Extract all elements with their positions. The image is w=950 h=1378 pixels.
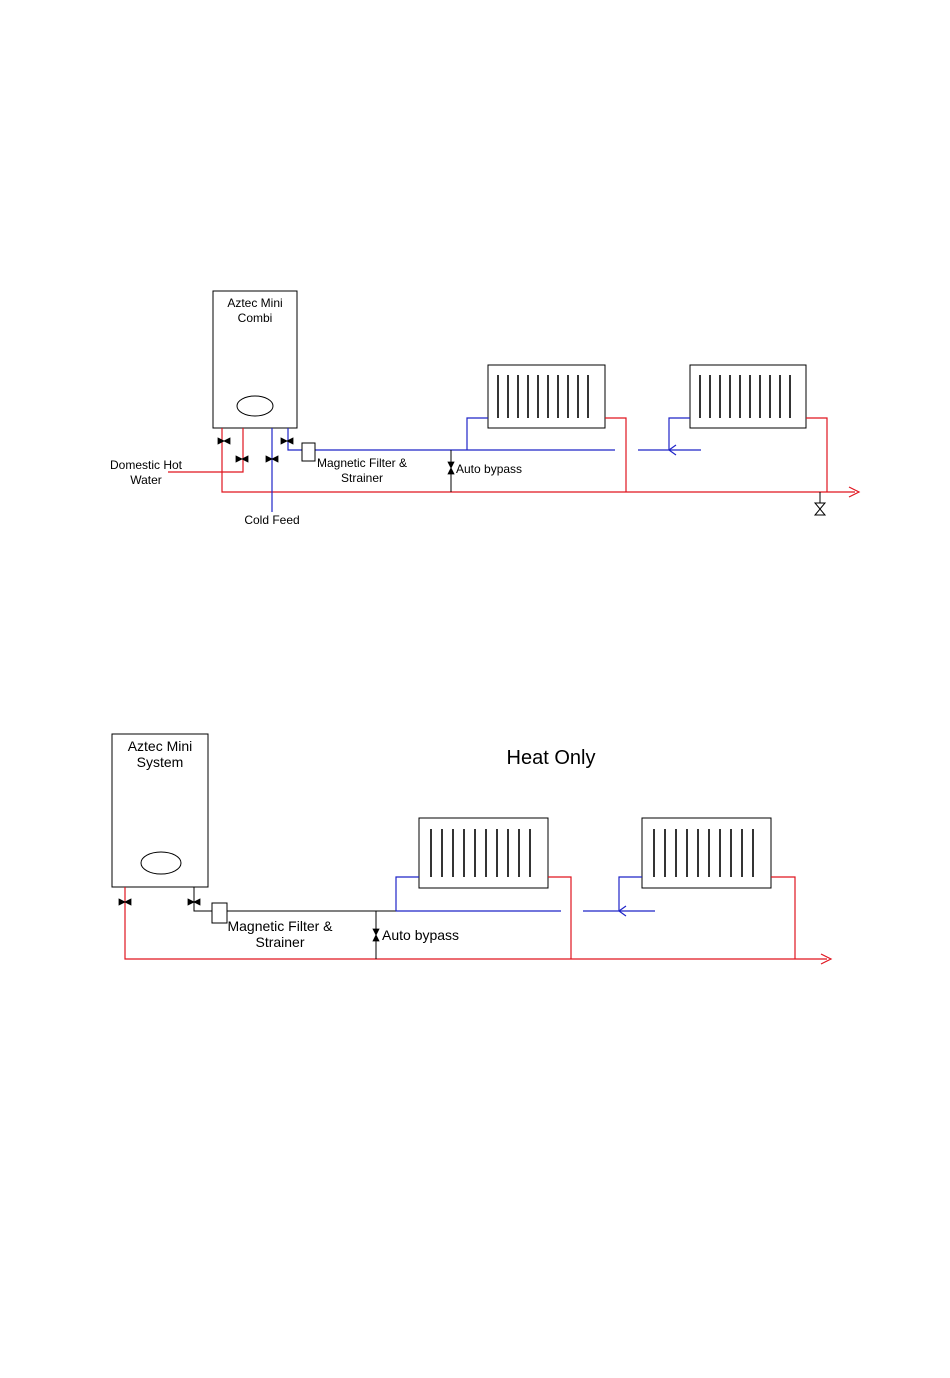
boiler-burner-icon (141, 852, 181, 874)
radiator-fins-icon (700, 375, 790, 418)
combi-diagram: Aztec Mini Combi (110, 291, 859, 527)
domestic-hot-water-label-line2: Water (130, 473, 162, 487)
heat-only-title: Heat Only (507, 747, 596, 769)
system-boiler: Aztec Mini System (112, 734, 208, 887)
magnetic-filter-icon (302, 443, 315, 461)
isolating-valve-icon (236, 456, 248, 462)
auto-bypass-valve-icon (373, 929, 379, 941)
cold-feed-label: Cold Feed (244, 513, 299, 527)
combi-filter-label-line2: Strainer (341, 471, 383, 485)
combi-boiler-label-line1: Aztec Mini (227, 296, 282, 310)
isolating-valve-icon (218, 438, 230, 444)
magnetic-filter-icon (212, 903, 227, 923)
system-filter-label-line1: Magnetic Filter & (227, 918, 333, 934)
combi-radiator-2 (690, 365, 806, 428)
system-boiler-label-line2: System (137, 754, 184, 770)
radiator-fins-icon (431, 829, 530, 877)
system-radiator-1 (419, 818, 548, 888)
system-diagram: Heat Only Aztec Mini System (112, 734, 831, 964)
combi-boiler: Aztec Mini Combi (213, 291, 297, 428)
combi-radiator-1 (488, 365, 605, 428)
auto-bypass-valve-icon (448, 462, 454, 474)
isolating-valve-icon (281, 438, 293, 444)
system-boiler-label-line1: Aztec Mini (128, 738, 193, 754)
system-auto-bypass-label: Auto bypass (382, 927, 459, 943)
system-return-pipework (194, 877, 655, 916)
boiler-burner-icon (237, 396, 273, 416)
domestic-hot-water-label-line1: Domestic Hot (110, 458, 183, 472)
radiator-fins-icon (654, 829, 753, 877)
system-radiator-2 (642, 818, 771, 888)
drain-valve-icon (815, 503, 825, 515)
combi-boiler-label-line2: Combi (238, 311, 273, 325)
combi-filter-label-line1: Magnetic Filter & (317, 456, 407, 470)
system-filter-label-line2: Strainer (255, 934, 304, 950)
radiator-fins-icon (498, 375, 588, 418)
combi-auto-bypass-label: Auto bypass (456, 462, 522, 476)
